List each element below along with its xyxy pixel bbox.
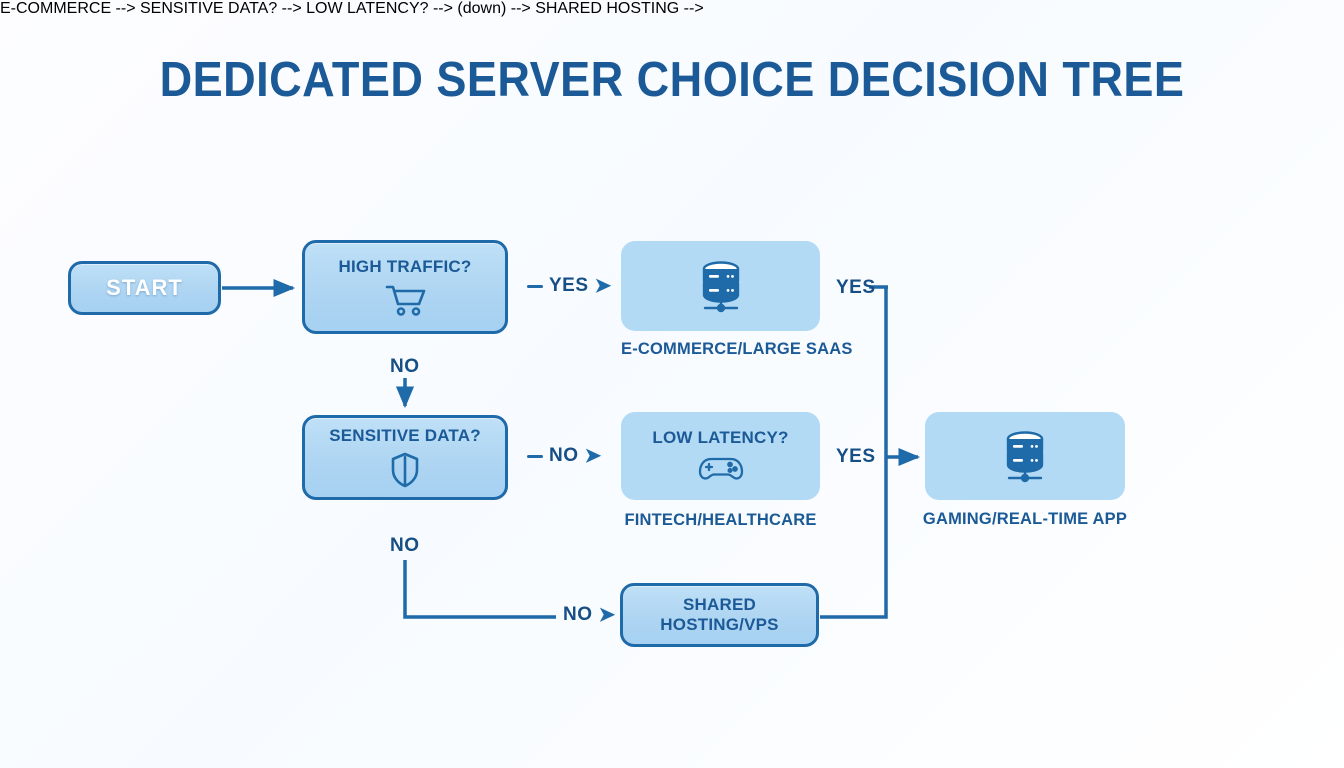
edge-label-text: YES [836,446,876,467]
edge-label-high-traffic-no: NO [390,356,420,378]
edge-label-text: NO [390,535,420,556]
node-high-traffic[interactable]: HIGH TRAFFIC? [302,240,508,334]
edge-label-shared-hosting-no: NO ➤ [563,604,616,626]
edge-dash [527,454,543,458]
shopping-cart-icon [383,281,427,317]
arrow-right-icon: ➤ [598,604,616,626]
gamepad-icon [697,452,745,484]
node-low-latency[interactable]: LOW LATENCY? [621,412,820,500]
edge-label-text: NO [549,445,579,466]
wire-sensitive-no-elbow [403,560,556,619]
database-server-icon [995,429,1055,487]
node-shared-hosting[interactable]: SHARED HOSTING/VPS [620,583,819,647]
node-start[interactable]: START [68,261,221,315]
node-sensitive-data-label: SENSITIVE DATA? [329,426,481,446]
node-high-traffic-label: HIGH TRAFFIC? [338,256,472,276]
edge-label-text: NO [390,356,420,377]
node-low-latency-caption: FINTECH/HEALTHCARE [624,511,817,529]
node-start-label: START [106,275,183,301]
edge-label-sensitive-no-right: NO ➤ [527,445,602,467]
node-gaming[interactable] [925,412,1125,500]
node-shared-hosting-label-line1: SHARED [683,594,756,614]
node-gaming-caption: GAMING/REAL-TIME APP [922,510,1128,528]
node-ecommerce-caption: E-COMMERCE/LARGE SAAS [621,340,853,358]
edge-label-gaming-yes: YES [836,446,876,468]
node-low-latency-label: LOW LATENCY? [652,427,789,447]
arrow-right-icon: ➤ [594,275,612,297]
edge-label-ecommerce-yes: YES [836,277,876,299]
node-ecommerce[interactable] [621,241,820,331]
edge-dash [527,284,543,288]
database-server-icon [691,259,751,317]
node-shared-hosting-label-line2: HOSTING/VPS [660,615,779,634]
edge-label-text: YES [549,275,589,296]
shield-icon [389,451,421,489]
node-sensitive-data[interactable]: SENSITIVE DATA? [302,415,508,500]
arrow-right-icon: ➤ [584,445,602,467]
edge-label-sensitive-no-down: NO [390,535,420,557]
page-title: DEDICATED SERVER CHOICE DECISION TREE [159,53,1185,107]
edge-label-text: NO [563,604,593,625]
edge-label-text: YES [836,277,876,298]
wire-trunk-to-shared-hosting [820,457,888,619]
edge-label-high-traffic-yes: YES ➤ [527,275,612,297]
